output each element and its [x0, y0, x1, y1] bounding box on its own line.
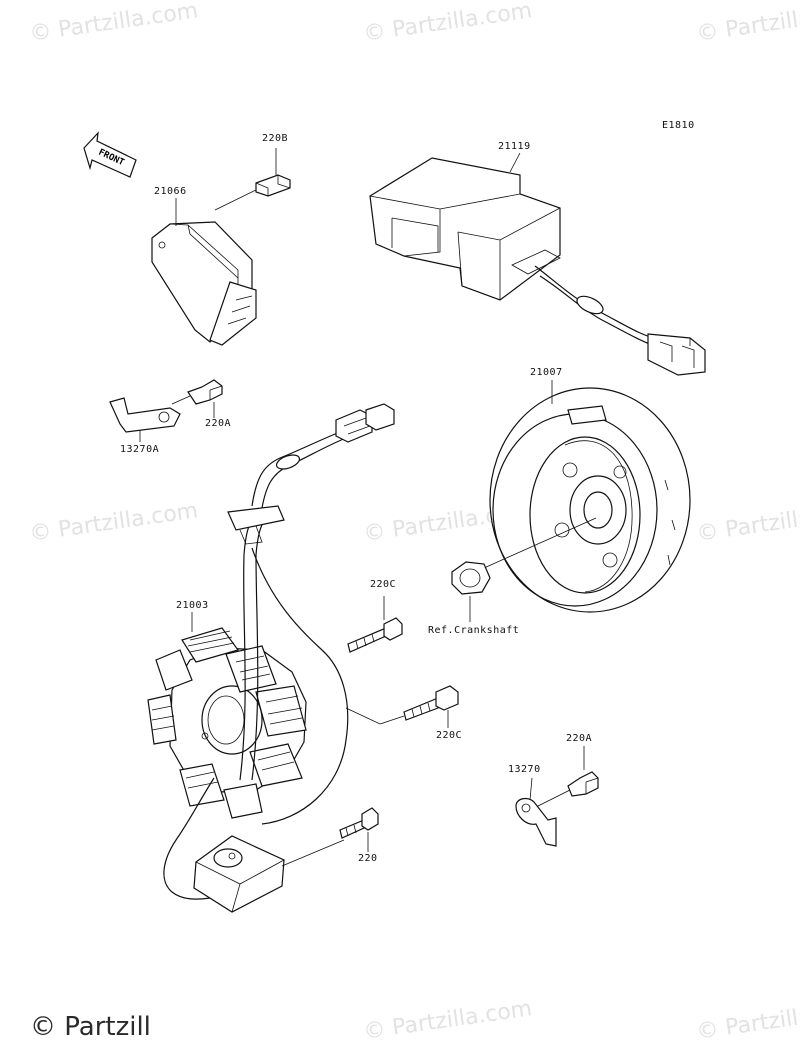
bolt-220A-bottom-icon [533, 771, 599, 809]
flywheel-21007-icon [489, 387, 691, 613]
part-label-220B[interactable]: 220B [262, 133, 289, 144]
diagram-code: E1810 [662, 120, 695, 131]
leader-crankshaft-axis [483, 517, 597, 569]
ref-crankshaft-note: Ref.Crankshaft [428, 625, 520, 636]
front-arrow-icon: FRONT [83, 131, 137, 178]
bolt-220A-top-icon [171, 379, 223, 405]
bolt-220-icon [339, 807, 379, 839]
stator-21003-icon [147, 627, 307, 819]
bolt-220B-icon [214, 174, 291, 211]
bolt-220C-upper-icon [347, 617, 403, 653]
part-label-220A-top[interactable]: 220A [205, 418, 232, 429]
pickup-coil-icon [163, 777, 345, 913]
part-label-13270[interactable]: 13270 [508, 764, 541, 775]
part-label-21119[interactable]: 21119 [498, 141, 531, 152]
part-label-21003[interactable]: 21003 [176, 600, 209, 611]
bolt-220C-middle-icon [345, 685, 459, 725]
plate-13270A-icon [109, 397, 181, 433]
wiring-harness-icon [227, 403, 395, 825]
part-label-21007[interactable]: 21007 [530, 367, 563, 378]
part-label-220C-upper[interactable]: 220C [370, 579, 397, 590]
part-label-21066[interactable]: 21066 [154, 186, 187, 197]
part-label-220A-bottom[interactable]: 220A [566, 733, 593, 744]
part-label-13270A[interactable]: 13270A [120, 444, 160, 455]
part-label-220C-middle[interactable]: 220C [436, 730, 463, 741]
leader-21119 [509, 152, 521, 173]
cdi-unit-21119-icon [369, 157, 706, 376]
nut-icon [451, 561, 491, 595]
plate-13270-icon [515, 797, 557, 847]
regulator-21066-icon [151, 221, 257, 346]
watermark-footer: © Partzill [30, 1012, 151, 1042]
leader-13270 [529, 777, 533, 801]
part-label-220[interactable]: 220 [358, 853, 378, 864]
